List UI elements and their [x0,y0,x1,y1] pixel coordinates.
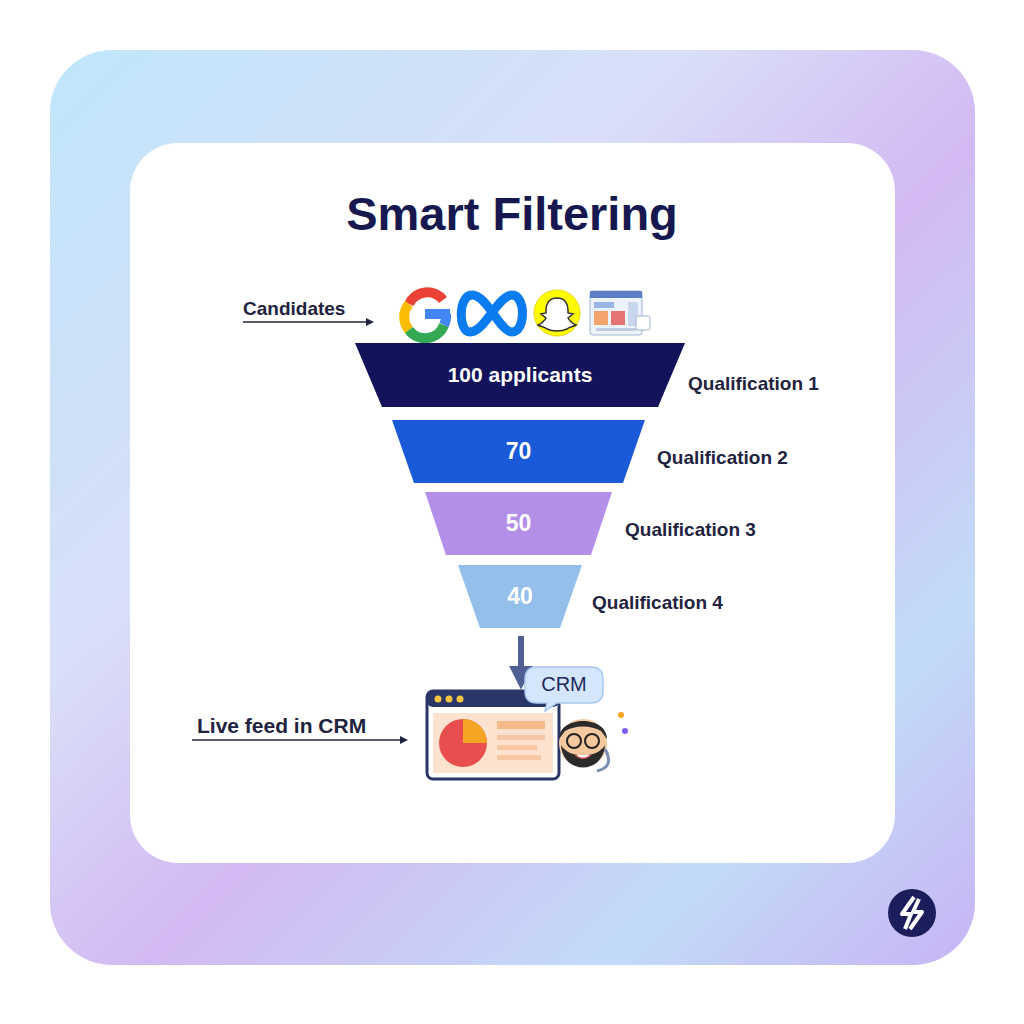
band-count: 50 [425,492,612,555]
leader-arrow [366,318,374,326]
qualification-label: Qualification 3 [625,519,756,541]
google-icon [404,292,450,338]
funnel-band: 70Qualification 2 [392,420,645,483]
leader-line [192,739,402,741]
pie-chart [439,719,487,767]
band-count-measure: 50 [506,510,532,537]
band-count-measure: 100 applicants [448,363,593,387]
bubble-text: CRM [525,669,603,699]
avatar-beard [561,745,605,768]
window-dot [435,696,442,703]
crm-illustration [425,683,640,783]
funnel-band: 40Qualification 4 [458,565,582,628]
band-trapezoid [392,420,645,483]
crm-window: CRM [425,683,640,783]
avatar-glasses [567,734,581,748]
avatar-smile [575,755,591,759]
window-dot [446,696,453,703]
window-dot [457,696,464,703]
window-frame [427,691,559,779]
qualification-label: Qualification 1 [688,373,819,395]
band-count: 40 [458,565,582,628]
brand-logo [888,889,936,937]
leader-arrow [400,736,408,744]
diagram-title: Smart Filtering [0,186,1024,241]
flow-arrow [518,636,524,679]
band-trapezoid [425,492,612,555]
speech-bubble [525,667,603,711]
qualification-label: Qualification 4 [592,592,723,614]
headset [597,749,609,771]
avatar-glasses [585,734,599,748]
meta-icon [461,295,522,332]
text-line [497,755,541,760]
band-trapezoid [355,343,685,407]
spark-dot [618,712,624,718]
window-panel [433,713,553,773]
text-line [497,721,545,729]
white-card [130,143,895,863]
ads-dashboard-icon [590,291,650,335]
leader-line [243,321,368,323]
band-count-measure: 70 [506,438,532,465]
side-label: Candidates [243,298,345,320]
qualification-label: Qualification 2 [657,447,788,469]
side-label: Live feed in CRM [197,714,366,738]
spark-dot [622,728,628,734]
text-line [497,735,545,740]
text-line [497,745,537,750]
band-trapezoid [458,565,582,628]
band-count: 70 [392,420,645,483]
funnel-band: 50Qualification 3 [425,492,612,555]
funnel-band: 100 applicantsQualification 1 [355,343,685,407]
avatar-hair [559,721,607,739]
snapchat-icon [534,290,580,336]
pie-slice [463,719,487,743]
avatar-face [559,719,607,767]
band-count-measure: 40 [507,583,533,610]
band-count: 100 applicants [355,343,685,407]
